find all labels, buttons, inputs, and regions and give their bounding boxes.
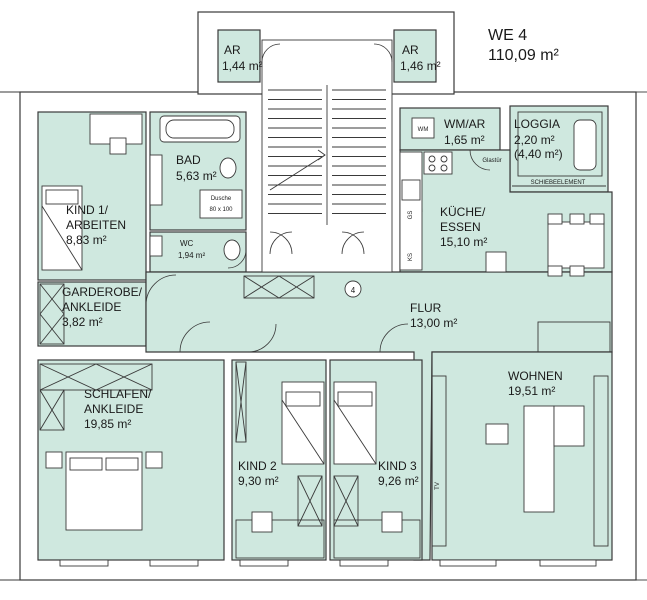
unit-area: 110,09 m²	[488, 47, 560, 64]
toilet-icon	[219, 157, 237, 179]
wc-area: 1,94 m²	[178, 251, 205, 260]
kind3-bed-icon	[333, 381, 377, 465]
kind1-area: 8,83 m²	[66, 233, 107, 247]
column-icon	[485, 251, 507, 273]
schlafen-name2: ANKLEIDE	[84, 402, 143, 416]
kind2-bed-icon	[281, 381, 325, 465]
kind2-area: 9,30 m²	[238, 474, 279, 488]
room-flur	[145, 271, 613, 561]
kueche-name1: KÜCHE/	[440, 205, 486, 219]
tv-sideboard	[431, 375, 447, 547]
kind3-desk-icon	[333, 519, 421, 559]
sink-icon	[401, 179, 421, 201]
kind2-chair-icon	[251, 511, 273, 533]
bad-name: BAD	[176, 153, 201, 167]
kind2-desk-icon	[235, 519, 325, 559]
ar1-area: 1,44 m²	[222, 59, 263, 73]
desk-icon	[89, 113, 143, 145]
unit-name: WE 4	[488, 27, 527, 44]
kitchen-furniture	[399, 151, 605, 277]
staircase	[261, 39, 393, 273]
garderobe-area: 3,82 m²	[62, 315, 103, 329]
ks-label: KS	[408, 253, 414, 261]
stair-number: 4	[351, 286, 356, 295]
armchair-icon	[485, 423, 509, 445]
chair-icon	[109, 137, 127, 155]
room-ar-left	[217, 29, 261, 83]
dining-table-icon	[547, 221, 605, 269]
wohnen-furniture	[431, 321, 611, 547]
wm-label: WM	[418, 127, 429, 133]
schlafen-name1: SCHLAFEN/	[84, 387, 152, 401]
wc-name: WC	[180, 239, 194, 248]
kind2-furniture	[235, 361, 325, 559]
kind1-furniture	[41, 113, 143, 271]
loggia-name: LOGGIA	[514, 117, 560, 131]
room-wohnen	[431, 351, 613, 561]
flur-wardrobes	[39, 275, 315, 345]
windows	[59, 559, 597, 567]
sofa-icon	[523, 405, 555, 513]
kind3-area: 9,26 m²	[378, 474, 419, 488]
garderobe-name2: ANKLEIDE	[62, 300, 121, 314]
room-ar-right	[393, 29, 437, 83]
kueche-area: 15,10 m²	[440, 235, 487, 249]
wc-basin-icon	[149, 235, 163, 257]
wm-ar-area: 1,65 m²	[444, 133, 485, 147]
shelf	[593, 375, 609, 547]
dusche-label: Dusche	[211, 196, 232, 202]
tv-label: TV	[435, 482, 441, 490]
kueche-name2: ESSEN	[440, 220, 481, 234]
wc-toilet-icon	[223, 239, 241, 261]
wohnen-area: 19,51 m²	[508, 384, 555, 398]
gs-label: GS	[408, 211, 414, 220]
ar2-name: AR	[402, 43, 419, 57]
kind1-name2: ARBEITEN	[66, 218, 126, 232]
kind2-name: KIND 2	[238, 459, 277, 473]
wohnen-name: WOHNEN	[508, 369, 563, 383]
glastuer-label: Glastür	[482, 158, 501, 164]
schlafen-area: 19,85 m²	[84, 417, 131, 431]
flur-name: FLUR	[410, 301, 442, 315]
dusche-size-label: 80 x 100	[209, 207, 233, 213]
schiebeelement-label: SCHIEBEELEMENT	[531, 180, 586, 186]
kind3-furniture	[333, 381, 421, 559]
bed-icon	[41, 185, 83, 271]
room-garderobe	[37, 281, 147, 347]
double-bed-icon	[65, 451, 143, 531]
window-bench	[537, 321, 611, 353]
flur-area: 13,00 m²	[410, 316, 457, 330]
bad-area: 5,63 m²	[176, 169, 217, 183]
loggia-table-icon	[573, 119, 597, 171]
loggia-area: 2,20 m²	[514, 133, 555, 147]
kind3-name: KIND 3	[378, 459, 417, 473]
kind1-name1: KIND 1/	[66, 203, 109, 217]
washing-machine-icon	[411, 117, 435, 139]
schlafen-furniture	[39, 363, 163, 531]
stove-icon	[423, 151, 453, 175]
bathtub-icon	[159, 115, 241, 143]
bathroom-fixtures	[149, 115, 243, 261]
kind3-chair-icon	[381, 511, 403, 533]
ar1-name: AR	[224, 43, 241, 57]
washbasin-icon	[149, 154, 163, 206]
garderobe-name1: GARDEROBE/	[62, 285, 143, 299]
loggia-area2: (4,40 m²)	[514, 147, 563, 161]
shower-icon	[199, 189, 243, 219]
stair-number-circle	[344, 280, 362, 298]
ar2-area: 1,46 m²	[400, 59, 441, 73]
loggia-furniture	[512, 111, 606, 187]
wm-ar-name: WM/AR	[444, 117, 486, 131]
